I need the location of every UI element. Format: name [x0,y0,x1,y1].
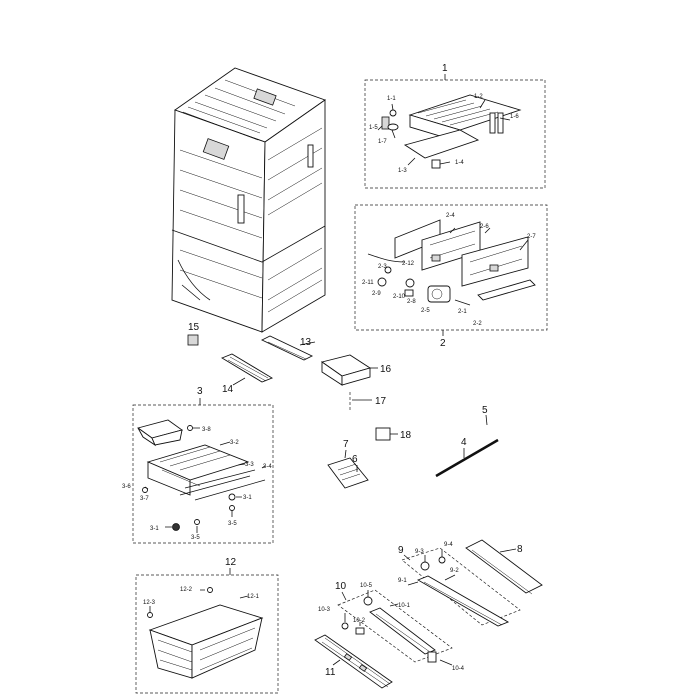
label-2-8: 2-8 [407,299,416,305]
label-10-2: 10-2 [353,618,366,624]
label-2-10: 2-10 [393,294,406,300]
label-3-8: 3-8 [202,427,211,433]
label-2-6: 2-6 [480,224,489,230]
label-8: 8 [517,544,523,555]
label-15: 15 [188,322,200,333]
label-group-12: 12 [225,557,237,568]
cabinet-assembly [171,67,326,333]
label-6: 6 [352,454,358,465]
group-2-box: 2 2-1 2-2 2-3 2-4 2-5 2-6 2-7 2-8 2-9 2-… [354,204,548,349]
label-3-7: 3-7 [140,496,149,502]
label-1-1: 1-1 [387,96,396,102]
label-2-2: 2-2 [473,321,482,327]
part-11: 11 [314,634,393,689]
label-18: 18 [400,430,412,441]
label-group-10: 10 [335,581,347,592]
label-2-3: 2-3 [378,264,387,270]
label-2-11: 2-11 [362,280,374,286]
label-3-5-left: 3-5 [191,535,200,541]
label-2-7: 2-7 [527,234,536,240]
label-2-1: 2-1 [458,309,467,315]
label-17: 17 [375,396,387,407]
label-1-3: 1-3 [398,168,407,174]
parts-4-to-7: 4 5 7 6 [327,405,499,489]
label-12-2: 12-2 [180,587,193,593]
group-1-box: 1 1-1 1-2 1-3 1-4 1-5 1-6 1-7 [364,63,546,189]
label-9-2: 9-2 [450,568,459,574]
label-11: 11 [325,667,336,678]
label-3-1-right: 3-1 [243,495,252,501]
group-12-box: 12 12-2 12-1 12-3 [135,557,279,694]
label-12-1: 12-1 [247,594,260,600]
label-9-1: 9-1 [398,578,407,584]
label-3-1-left: 3-1 [150,526,159,532]
label-1-2: 1-2 [474,94,483,100]
label-3-2: 3-2 [230,440,239,446]
label-12-3: 12-3 [143,600,156,606]
label-9-3: 9-3 [415,549,424,555]
label-3-3: 3-3 [245,462,254,468]
label-1-4: 1-4 [455,160,464,166]
label-2-4: 2-4 [446,213,455,219]
label-group-3: 3 [197,386,203,397]
label-3-6: 3-6 [122,484,131,490]
label-10-4: 10-4 [452,666,465,672]
label-1-5: 1-5 [369,125,378,131]
group-10: 10 10-5 10-1 10-3 10-2 10-4 [318,581,465,672]
label-14: 14 [222,384,234,395]
label-2-12: 2-12 [402,261,415,267]
label-10-5: 10-5 [360,583,373,589]
label-2-9: 2-9 [372,291,381,297]
label-16: 16 [380,364,392,375]
label-5: 5 [482,405,488,416]
label-13: 13 [300,337,312,348]
label-10-1: 10-1 [398,603,411,609]
label-3-5-right: 3-5 [228,521,237,527]
label-7: 7 [343,439,349,450]
label-10-3: 10-3 [318,607,331,613]
label-group-9: 9 [398,545,404,556]
part-8: 8 [465,539,543,595]
label-1-6: 1-6 [510,114,519,120]
label-9-4: 9-4 [444,542,453,548]
label-2-5: 2-5 [421,308,430,314]
label-3-4: 3-4 [263,464,272,470]
label-1-7: 1-7 [378,139,387,145]
label-4: 4 [461,437,467,448]
label-group-2: 2 [440,338,446,349]
parts-13-to-18: 13 14 15 16 17 18 [187,322,412,441]
group-3-box: 3 3-8 3-2 3-3 3-4 3-6 3-7 3-1 3-5 3-1 3-… [122,386,274,544]
label-group-1: 1 [442,63,448,74]
group-9: 9 9-3 9-4 9-2 9-1 [398,542,521,627]
